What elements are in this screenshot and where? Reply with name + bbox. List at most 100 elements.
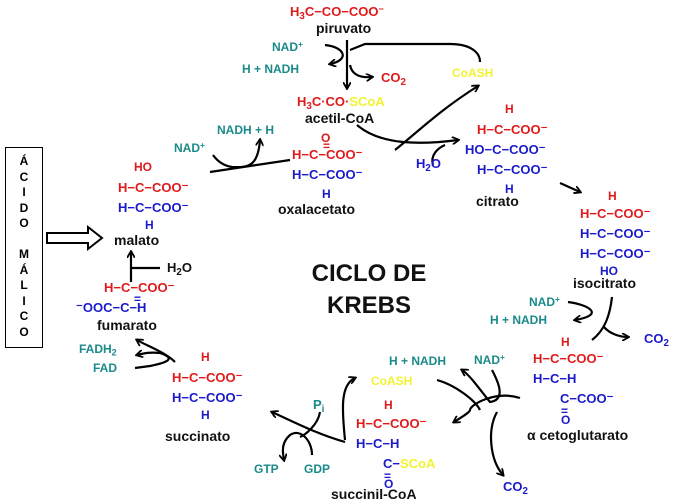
nad-label-2: NAD+ — [529, 294, 560, 309]
citrato-row3: H−C−COO⁻ — [477, 162, 548, 177]
succinil-o: O — [384, 477, 394, 491]
cetoglut-row2: H−C−H — [533, 371, 577, 386]
cetoglut-o: O — [561, 413, 571, 427]
arrow-succinil-succinato — [272, 412, 346, 444]
arrow-nad-nadh-4 — [212, 140, 260, 169]
nadh-label-2: H + NADH — [490, 313, 548, 327]
arrow-co2-1 — [348, 64, 372, 77]
side-letter: M — [19, 247, 29, 261]
succinil-name: succinil-CoA — [331, 486, 417, 502]
cetoglut-row3: C−COO⁻ — [560, 391, 614, 406]
malato-ho: HO — [134, 160, 152, 174]
fumarato-row2: ⁻OOC−C−H — [76, 300, 147, 315]
gtp-label: GTP — [254, 462, 279, 476]
arrow-coash-2 — [436, 378, 481, 411]
malato-name: malato — [114, 232, 160, 248]
fad-label: FAD — [93, 361, 117, 375]
cetoglut-row1: H−C−COO⁻ — [533, 351, 604, 366]
side-letter: L — [20, 278, 28, 292]
isocitrato-ho: HO — [600, 264, 618, 278]
h2o-label-1: H2O — [416, 156, 441, 174]
nad-label-1: NAD+ — [272, 39, 303, 54]
coash-label-1: CoASH — [452, 66, 494, 80]
side-letter: D — [19, 200, 29, 215]
succinato-name: succinato — [165, 428, 231, 444]
succinato-row2: H−C−COO⁻ — [172, 390, 243, 405]
h2o-label-2: H2O — [167, 260, 192, 278]
succinato-h-bottom: H — [201, 408, 210, 422]
oxalacetato-row1: H−C−COO⁻ — [292, 147, 363, 162]
arrow-succinato-fumarato — [137, 340, 176, 363]
citrato-row2: HO−C−COO⁻ — [465, 142, 546, 157]
citrato-row1: H−C−COO⁻ — [477, 122, 548, 137]
side-letter: C — [19, 309, 29, 323]
coash-label-2: CoASH — [371, 374, 413, 388]
fumarato-row1: H−C−COO⁻ — [104, 280, 175, 295]
arrow-acetilcoa-citrato — [356, 124, 458, 143]
nadh-label-1: H + NADH — [242, 62, 300, 76]
side-letter: O — [19, 216, 29, 230]
side-letter: C — [19, 169, 29, 184]
citrato-h-top: H — [505, 102, 514, 116]
citrato-h-bottom: H — [505, 182, 514, 196]
double-bond: = — [323, 139, 331, 153]
arrow-co2-2 — [603, 326, 628, 337]
co2-label-3: CO2 — [503, 479, 528, 497]
oxalacetato-name: oxalacetato — [278, 201, 356, 217]
isocitrato-row3: H−C−COO⁻ — [580, 246, 651, 261]
isocitrato-row1: H−C−COO⁻ — [580, 206, 651, 221]
succinato-row1: H−C−COO⁻ — [172, 370, 243, 385]
succinato-h-top: H — [201, 350, 210, 364]
succinil-double-bond: = — [384, 469, 392, 483]
cetoglut-double-bond: = — [561, 404, 569, 418]
arrow-pi — [299, 411, 322, 439]
co2-label-2: CO2 — [644, 331, 669, 349]
arrow-gdp-gtp — [283, 431, 314, 460]
arrow-nad-nadh-1 — [324, 43, 344, 64]
oxalacetato-o: O — [321, 131, 331, 145]
side-letter: I — [22, 185, 26, 199]
nad-label-3: NAD+ — [474, 352, 505, 367]
fadh2-label: FADH2 — [79, 342, 117, 358]
side-letter: O — [19, 324, 29, 339]
malato-row1: H−C−COO⁻ — [118, 180, 189, 195]
arrow-malato-oxal — [209, 158, 291, 174]
succinil-row2: H−C−H — [356, 436, 400, 451]
arrow-nad-nadh-3 — [462, 370, 501, 404]
arrow-to-coash — [394, 86, 478, 151]
succinil-row1: H−C−COO⁻ — [356, 416, 427, 431]
title-line-2: KREBS — [326, 292, 411, 320]
citrato-name: citrato — [476, 193, 519, 209]
isocitrato-row2: H−C−COO⁻ — [580, 226, 651, 241]
title-line-1: CICLO DE — [311, 260, 427, 287]
piruvato-name: piruvato — [316, 20, 372, 36]
isocitrato-name: isocitrato — [573, 275, 637, 291]
arrow-isocitrato-cetoglut — [591, 296, 614, 341]
side-letter: Á — [19, 154, 29, 168]
cetoglut-name: α cetoglutarato — [527, 427, 629, 443]
nadh-label-3: H + NADH — [389, 354, 447, 368]
nadh-label-4: NADH + H — [217, 123, 275, 137]
malato-row2: H−C−COO⁻ — [118, 200, 189, 215]
oxalacetato-row2: H−C−COO⁻ — [292, 167, 363, 182]
arrow-fad-fadh2 — [135, 353, 170, 370]
isocitrato-h-top: H — [608, 189, 617, 203]
arrow-citrato-isocitrato — [559, 181, 580, 192]
cetoglut-h-top: H — [561, 335, 570, 349]
diagram-title: CICLO DE KREBS — [284, 258, 454, 323]
arrow-co2-3 — [490, 411, 503, 475]
succinil-h-top: H — [384, 398, 393, 412]
fumarato-double-bond: = — [134, 292, 142, 306]
nad-label-4: NAD+ — [174, 140, 205, 155]
co2-label-1: CO2 — [381, 70, 406, 88]
arrow-h2o-1 — [431, 143, 446, 166]
side-letter: I — [22, 293, 26, 308]
side-letter: Á — [19, 262, 29, 277]
oxalacetato-h: H — [322, 187, 331, 201]
malato-h-bottom: H — [145, 218, 154, 232]
piruvato-formula: H3C−CO−COO− — [290, 4, 384, 23]
acetil-coa-name: acetil-CoA — [305, 110, 375, 126]
arrow-nad-nadh-2 — [567, 300, 593, 320]
